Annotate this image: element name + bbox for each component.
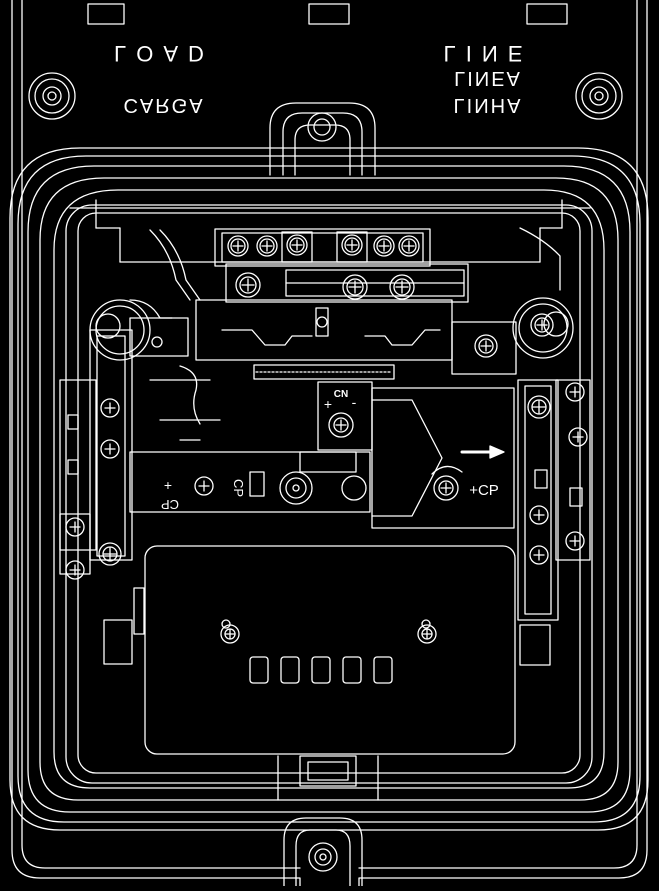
- rotor-zone: [129, 365, 371, 513]
- line-label-pt: LINHA: [454, 94, 523, 116]
- base-plate: [11, 0, 648, 887]
- screw-icon: [529, 505, 549, 525]
- screw-icon: [389, 274, 415, 300]
- screw-icon: [100, 439, 120, 459]
- register-mechanism: [195, 299, 453, 380]
- counter-digit-window: [311, 656, 331, 684]
- arrow-right-icon: [489, 445, 505, 459]
- screw-icon: [65, 517, 85, 537]
- counter-digit-window: [342, 656, 362, 684]
- screw-icon: [235, 272, 261, 298]
- screw-icon: [417, 624, 437, 644]
- screw-icon: [256, 235, 278, 257]
- plus-left: +: [164, 477, 172, 493]
- cp-label-right: +CP: [469, 482, 499, 499]
- counter-digit-window: [249, 656, 269, 684]
- screw-icon: [530, 313, 554, 337]
- screw-icon: [529, 545, 549, 565]
- top-hanger-tab: [269, 102, 376, 176]
- left-terminal-strip: [59, 329, 133, 580]
- screw-heads: [227, 234, 420, 300]
- counter-digit-window: [373, 656, 393, 684]
- terminal-labels: LINE LINEA LINHA LOAD CARGA: [114, 41, 533, 116]
- mounting-screw-left: [28, 72, 76, 120]
- adjust-labels: CP + CP CN + - +CP: [161, 389, 499, 512]
- screw-icon: [65, 560, 85, 580]
- screw-icon: [227, 235, 249, 257]
- screw-icon: [342, 274, 368, 300]
- cp-label-center: CP: [231, 479, 246, 497]
- mounting-screw-right: [575, 72, 623, 120]
- digit-windows: [249, 656, 393, 684]
- cp-label-left: CP: [161, 497, 179, 512]
- screw-icon: [341, 234, 363, 256]
- left-coil-assembly: [89, 229, 201, 361]
- top-tab-left: [87, 3, 125, 25]
- top-tab-center: [308, 3, 350, 25]
- plus-cn: +: [324, 396, 332, 412]
- bottom-hanger-tab: [283, 817, 363, 887]
- lower-details: [277, 755, 379, 801]
- top-terminal-block: [214, 228, 469, 303]
- screw-icon: [286, 234, 308, 256]
- top-tab-right: [526, 3, 568, 25]
- adjustment-plate: [371, 387, 515, 529]
- right-coil-assembly: [451, 227, 574, 375]
- screw-icon: [565, 531, 585, 551]
- screw-icon: [568, 427, 588, 447]
- line-label-es: LINEA: [454, 67, 522, 89]
- register-nameplate: [103, 545, 516, 755]
- cover-outline: [9, 147, 649, 831]
- minus-cn: -: [352, 394, 357, 410]
- screw-icon: [98, 542, 122, 566]
- line-label-en: LINE: [444, 41, 533, 66]
- screw-icon: [565, 382, 585, 402]
- right-terminal-strip: [517, 379, 591, 666]
- load-label-en: LOAD: [114, 41, 214, 66]
- screw-icon: [373, 235, 395, 257]
- load-label-carga: CARGA: [123, 94, 204, 116]
- screw-icon: [398, 235, 420, 257]
- cn-label: CN: [334, 389, 348, 400]
- screw-icon: [100, 398, 120, 418]
- counter-digit-window: [280, 656, 300, 684]
- screw-icon: [527, 395, 551, 419]
- rotate-arrow-icon: [431, 465, 463, 475]
